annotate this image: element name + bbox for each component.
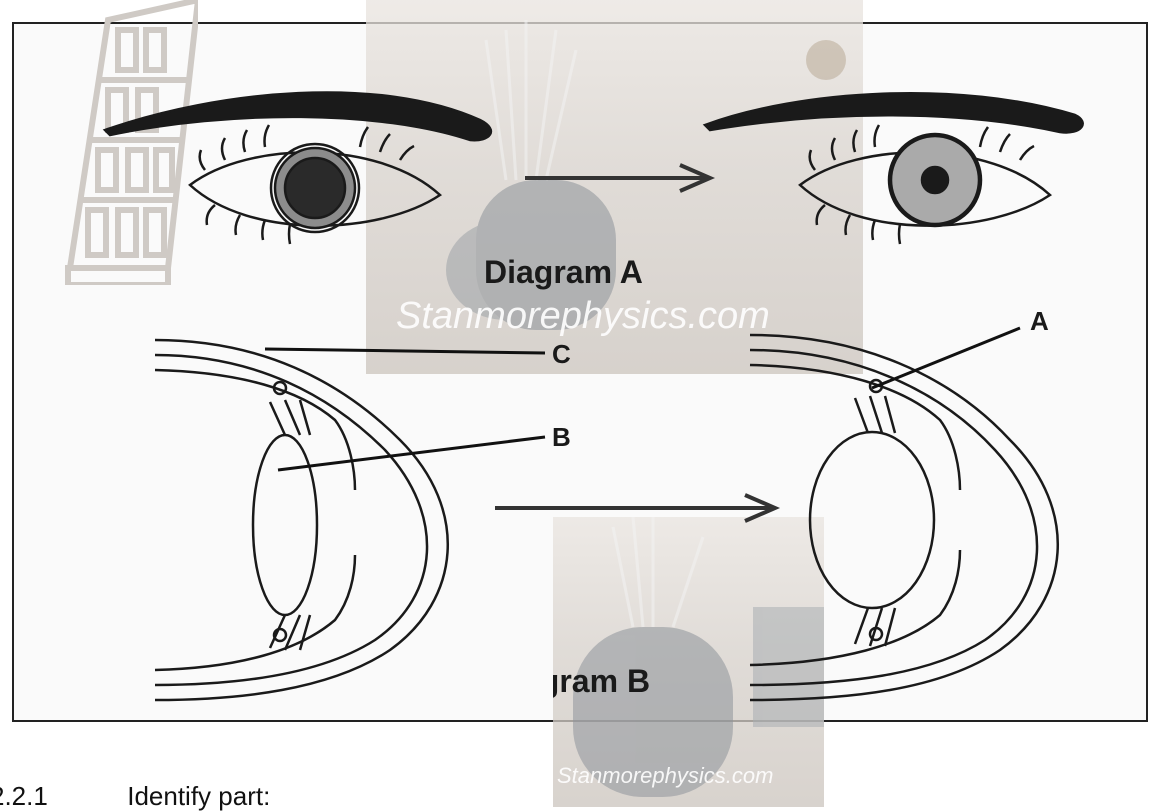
- label-c: C: [552, 339, 571, 370]
- label-a: A: [1030, 306, 1049, 337]
- question-number: 2.2.1: [0, 781, 120, 812]
- question-line: 2.2.1 Identify part:: [0, 781, 270, 812]
- label-b: B: [552, 422, 571, 453]
- question-text: Identify part:: [127, 781, 270, 812]
